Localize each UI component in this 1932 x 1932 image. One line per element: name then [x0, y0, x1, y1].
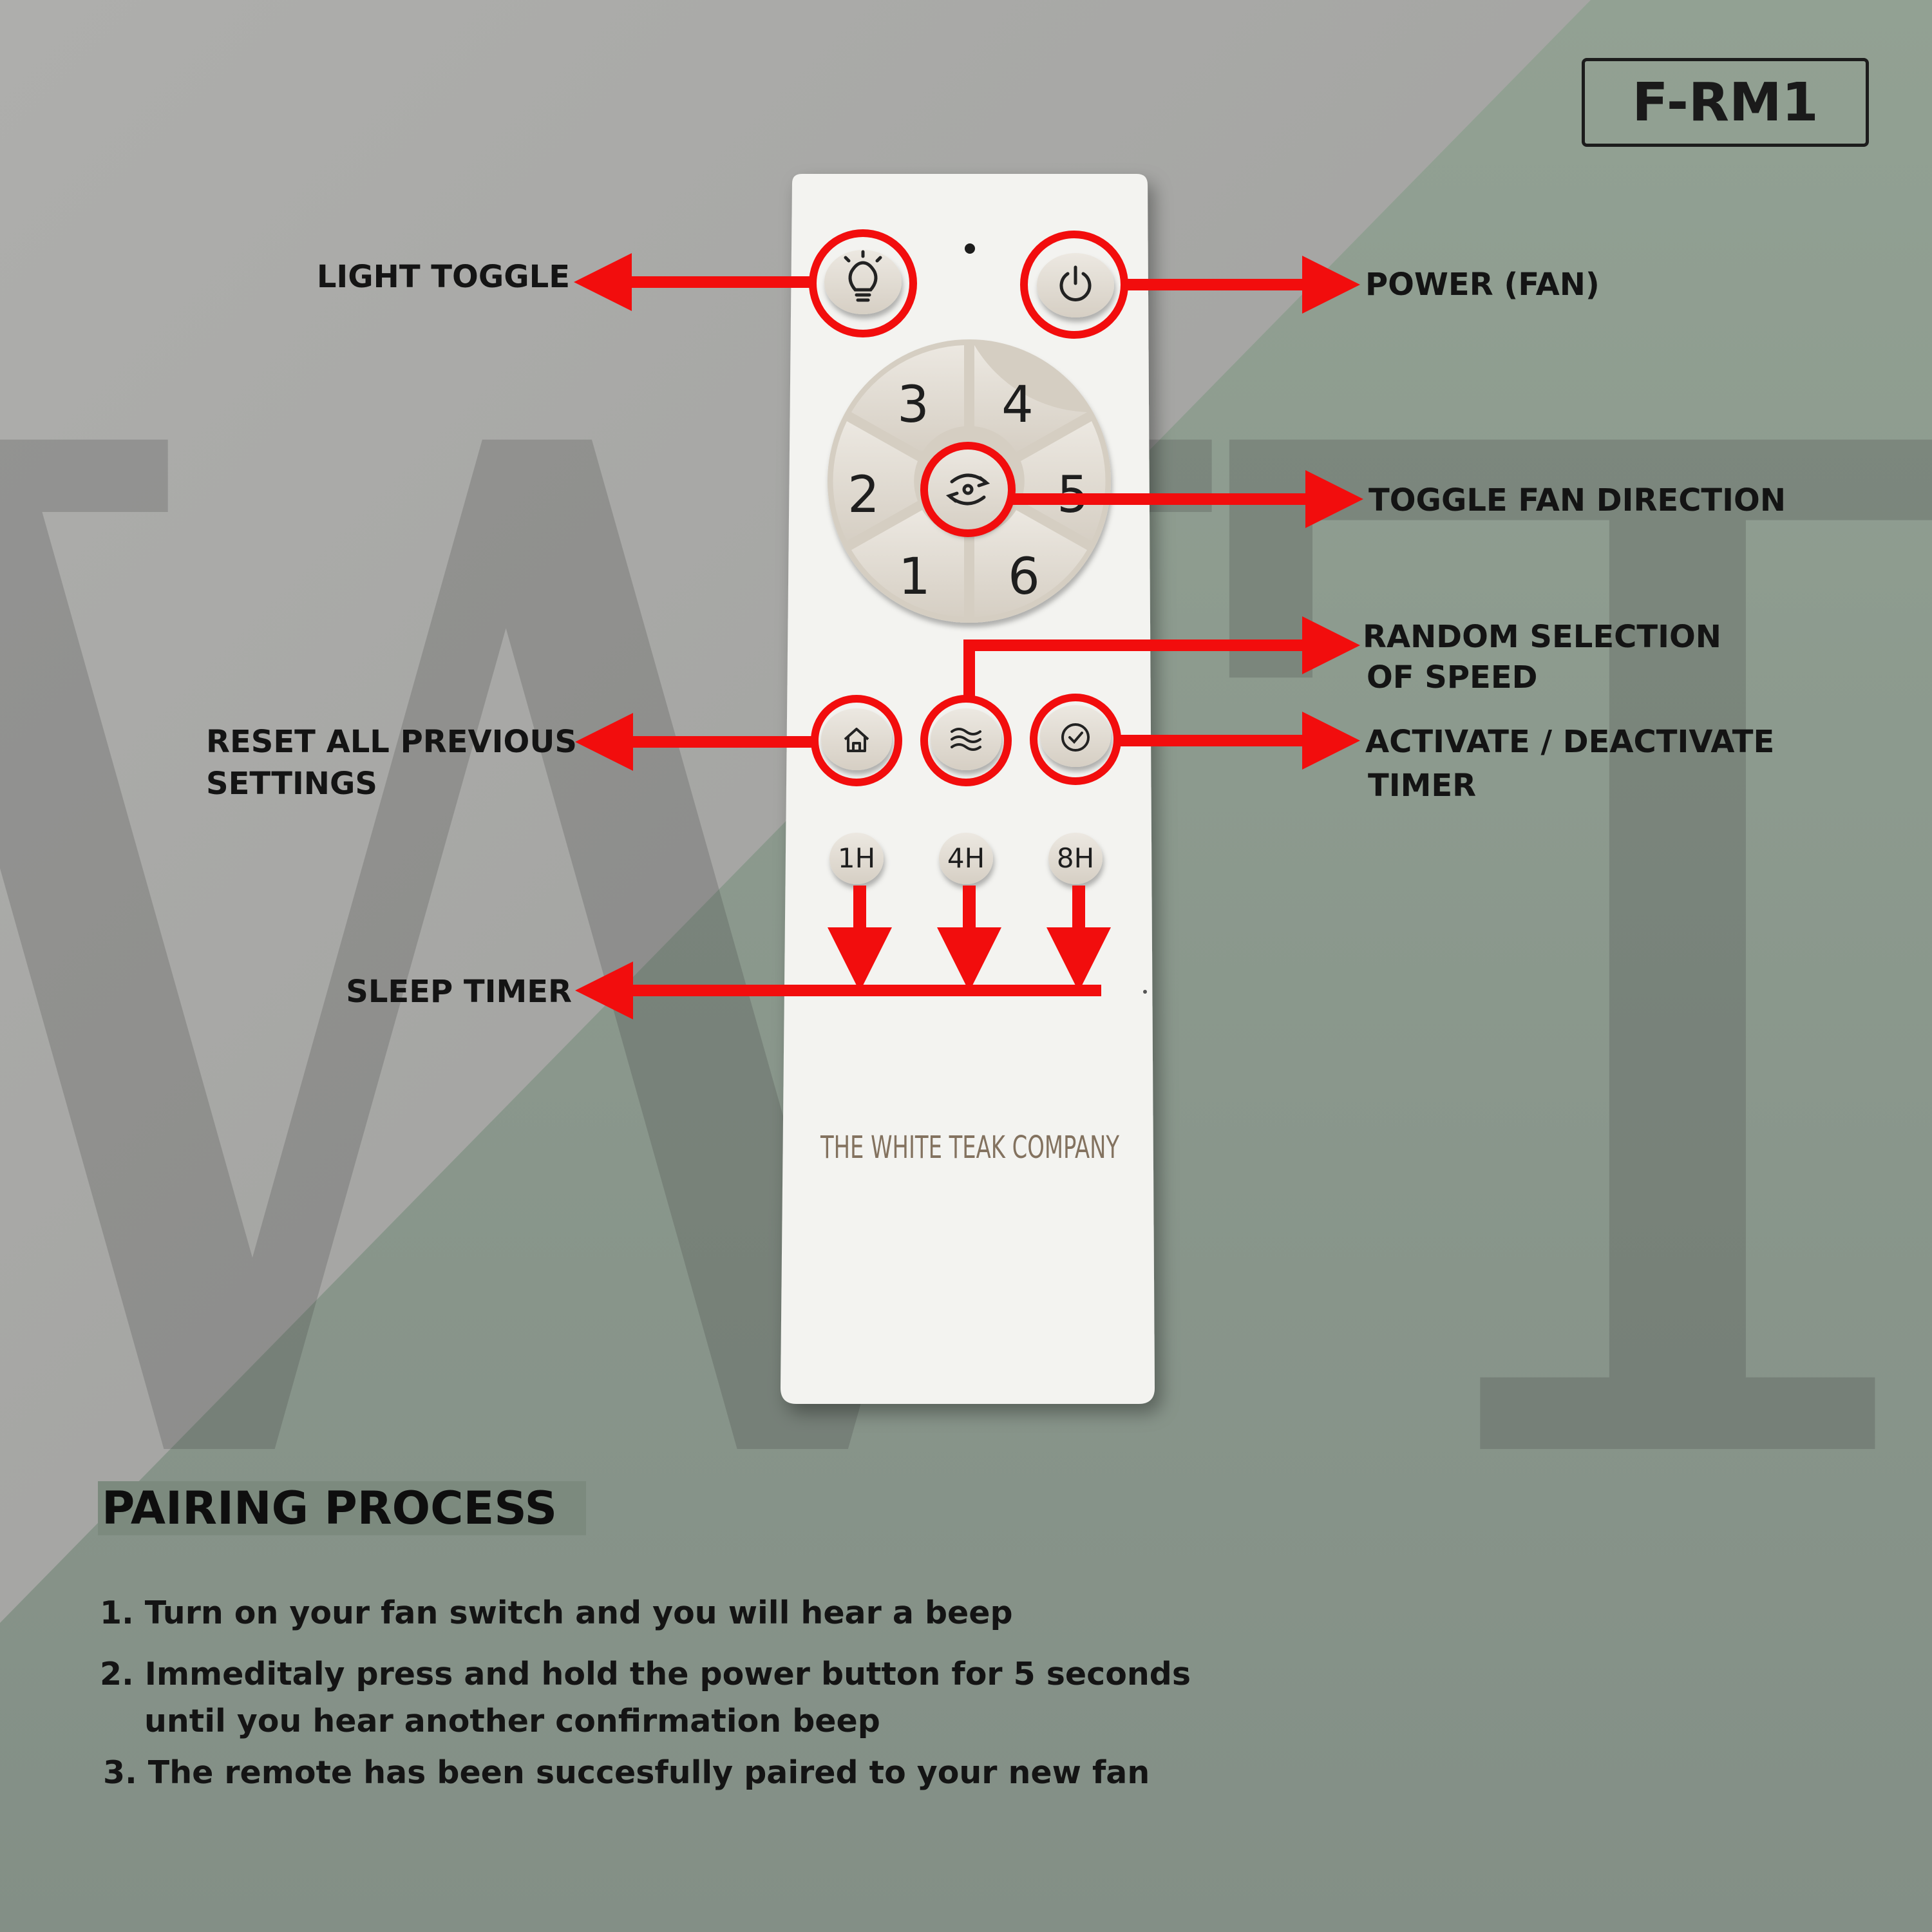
pairing-step-2-continued: until you hear another confirmation beep	[144, 1703, 880, 1739]
model-number-badge: F-RM1	[1582, 58, 1869, 147]
pairing-process-title: PAIRING PROCESS	[98, 1481, 586, 1535]
clock-icon	[1061, 723, 1090, 752]
label-random-speed-line1: RANDOM SELECTION	[1363, 619, 1721, 655]
label-sleep-timer: SLEEP TIMER	[346, 974, 572, 1010]
timer-label-4h: 4H	[947, 842, 985, 874]
pairing-step-3: 3. The remote has been succesfully paire…	[103, 1754, 1150, 1791]
label-power-fan: POWER (FAN)	[1365, 267, 1600, 303]
label-timer-line1: ACTIVATE / DEACTIVATE	[1365, 724, 1775, 760]
sleep-timer-1h-button[interactable]	[829, 833, 884, 884]
arrow-random-speed	[963, 616, 1360, 699]
reset-button[interactable]	[821, 708, 892, 770]
label-toggle-fan-direction: TOGGLE FAN DIRECTION	[1368, 482, 1786, 518]
lightbulb-icon	[844, 250, 882, 302]
sleep-timer-8h-button[interactable]	[1048, 833, 1103, 884]
speed-button-3[interactable]	[851, 345, 964, 452]
label-light-toggle: LIGHT TOGGLE	[316, 259, 570, 295]
timer-button[interactable]	[1040, 705, 1111, 767]
speed-button-4[interactable]	[974, 345, 1087, 452]
ir-dot	[1143, 990, 1147, 994]
label-random-speed-line2: OF SPEED	[1367, 659, 1538, 696]
power-button[interactable]	[1037, 253, 1114, 317]
fan-direction-button[interactable]	[924, 446, 1012, 533]
model-number: F-RM1	[1632, 71, 1819, 133]
remote-brand-text: THE WHITE TEAK COMPANY	[820, 1130, 1119, 1166]
speed-label-2: 2	[848, 466, 880, 524]
indicator-led	[965, 243, 975, 254]
speed-button-5[interactable]	[1021, 421, 1106, 541]
speed-label-3: 3	[897, 376, 929, 434]
pairing-step-1: 1. Turn on your fan switch and you will …	[100, 1595, 1013, 1631]
speed-label-6: 6	[1008, 548, 1040, 606]
speed-dial-segments	[833, 345, 1106, 617]
speed-button-6[interactable]	[974, 510, 1087, 617]
timer-label-1h: 1H	[838, 842, 875, 874]
speed-button-1[interactable]	[851, 510, 964, 617]
power-icon	[1059, 265, 1092, 301]
speed-label-4: 4	[1001, 376, 1034, 434]
timer-button-labels: 1H 4H 8H	[838, 842, 1094, 874]
waves-icon	[951, 728, 981, 751]
timer-label-8h: 8H	[1057, 842, 1094, 874]
speed-button-2[interactable]	[833, 421, 918, 541]
home-icon	[844, 728, 869, 752]
label-reset-line2: SETTINGS	[206, 766, 377, 802]
light-toggle-button[interactable]	[824, 250, 902, 314]
label-reset-line1: RESET ALL PREVIOUS	[206, 724, 577, 760]
speed-label-1: 1	[898, 548, 931, 606]
callout-annotations	[574, 229, 1363, 1019]
sleep-timer-4h-button[interactable]	[939, 833, 993, 884]
fan-direction-icon	[945, 473, 990, 506]
callout-ring-direction	[920, 442, 1016, 537]
pairing-step-2: 2. Immeditaly press and hold the power b…	[100, 1656, 1191, 1692]
label-timer-line2: TIMER	[1368, 768, 1477, 804]
